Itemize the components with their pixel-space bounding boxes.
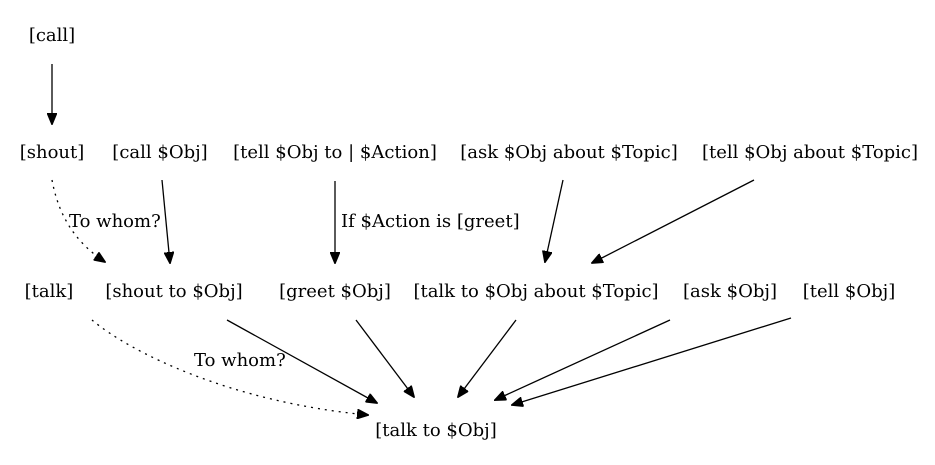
node-tell-obj-to-action: [tell $Obj to | $Action]	[233, 142, 437, 163]
node-talk-to-obj-about-topic: [talk to $Obj about $Topic]	[413, 281, 658, 302]
edge-talk-topic-to-talk-to-obj	[458, 319, 517, 397]
edges	[52, 64, 792, 415]
edge-label-to-whom-upper: To whom?	[69, 211, 161, 232]
node-talk-to-obj: [talk to $Obj]	[375, 420, 497, 441]
edge-greet-obj-to-talk-to-obj	[355, 319, 414, 397]
edge-talk-to-talk-to-obj	[91, 319, 368, 415]
edge-shout-to-obj-to-talk-to-obj	[226, 319, 377, 403]
node-tell-obj-about-topic: [tell $Obj about $Topic]	[702, 142, 918, 163]
node-tell-obj: [tell $Obj]	[803, 281, 895, 302]
node-shout: [shout]	[20, 142, 85, 163]
node-shout-to-obj: [shout to $Obj]	[105, 281, 242, 302]
node-call-obj: [call $Obj]	[112, 142, 207, 163]
node-ask-obj-about-topic: [ask $Obj about $Topic]	[460, 142, 678, 163]
edge-call-obj-to-shout-to-obj	[161, 179, 170, 263]
edge-tell-obj-to-talk-to-obj	[512, 317, 792, 405]
edge-ask-obj-to-talk-to-obj	[495, 319, 671, 400]
nodes: [call] [shout] [call $Obj] [tell $Obj to…	[20, 25, 918, 441]
edge-label-to-whom-lower: To whom?	[194, 350, 286, 371]
node-talk: [talk]	[25, 281, 74, 302]
node-call: [call]	[29, 25, 75, 46]
edge-ask-topic-to-talk-topic	[545, 179, 564, 262]
edge-tell-topic-to-talk-topic	[592, 179, 755, 263]
node-greet-obj: [greet $Obj]	[279, 281, 391, 302]
edge-labels: To whom? If $Action is [greet] To whom?	[69, 211, 520, 371]
node-ask-obj: [ask $Obj]	[683, 281, 777, 302]
edge-label-if-action-greet: If $Action is [greet]	[341, 211, 520, 232]
